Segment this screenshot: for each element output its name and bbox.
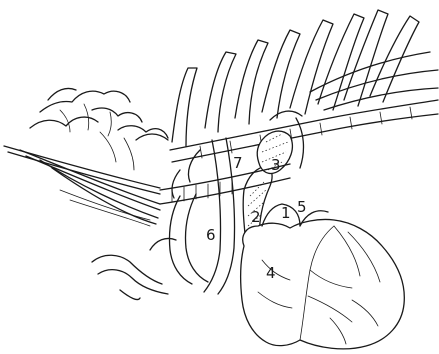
- label-7: 7: [233, 154, 243, 172]
- cervical-region: [30, 88, 168, 170]
- label-3: 3: [271, 156, 281, 174]
- label-1: 1: [281, 204, 291, 222]
- label-2: 2: [251, 208, 261, 226]
- ribs: [172, 10, 438, 146]
- lower-left-vessels: [92, 138, 235, 300]
- label-6: 6: [206, 226, 216, 244]
- neck-vessels: [4, 146, 160, 226]
- label-5: 5: [297, 198, 307, 216]
- label-4: 4: [266, 264, 276, 282]
